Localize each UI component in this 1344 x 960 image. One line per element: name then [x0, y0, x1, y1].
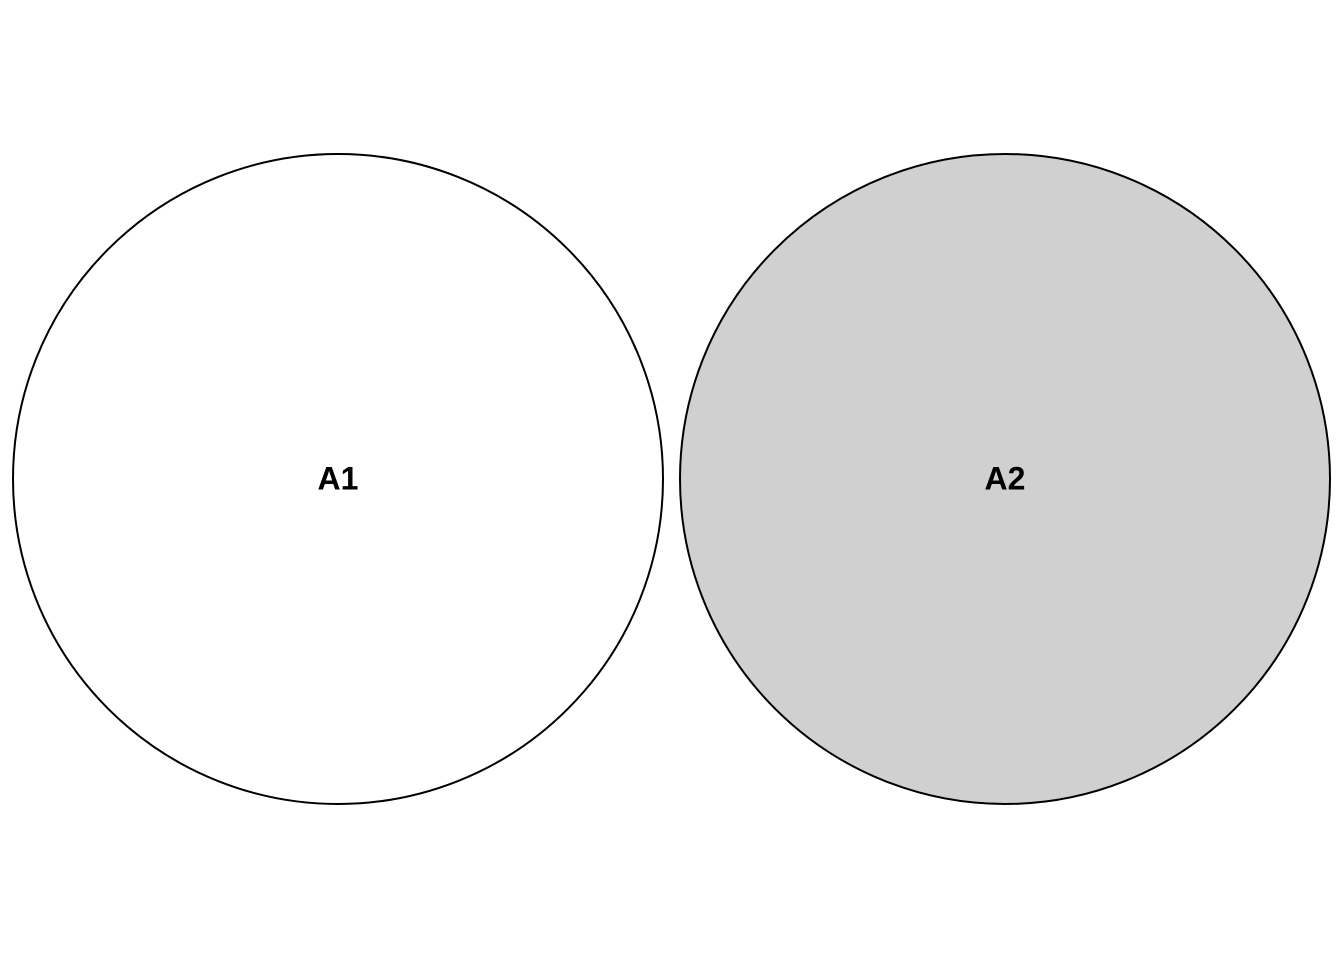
set-a1-circle [12, 153, 664, 805]
set-a2-circle [679, 153, 1331, 805]
set-a1: A1 [12, 153, 664, 805]
set-a2: A2 [679, 153, 1331, 805]
set-a2-label: A2 [985, 460, 1026, 496]
set-a1-label: A1 [318, 460, 359, 496]
